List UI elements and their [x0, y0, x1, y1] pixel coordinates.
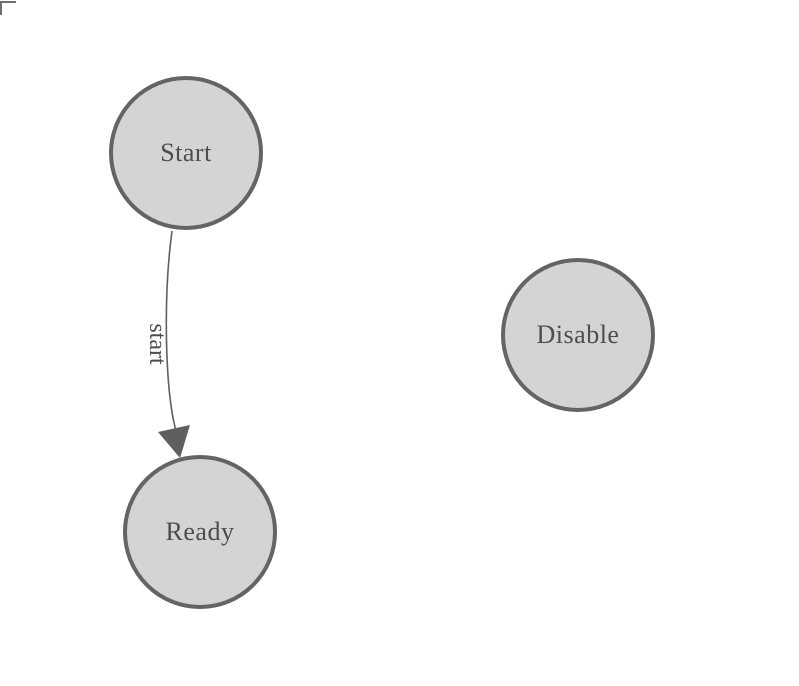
state-node-start[interactable]: Start [109, 76, 263, 230]
state-node-start-label: Start [160, 138, 212, 167]
arrowhead-icon [158, 425, 190, 458]
edge-label-start: start [144, 323, 170, 365]
state-node-ready-label: Ready [165, 517, 235, 546]
state-node-disable[interactable]: Disable [501, 258, 655, 412]
canvas-corner-mark [0, 1, 16, 15]
state-node-ready[interactable]: Ready [123, 455, 277, 609]
transition-edge-start-to-ready[interactable] [165, 230, 177, 432]
state-node-disable-label: Disable [536, 320, 620, 349]
